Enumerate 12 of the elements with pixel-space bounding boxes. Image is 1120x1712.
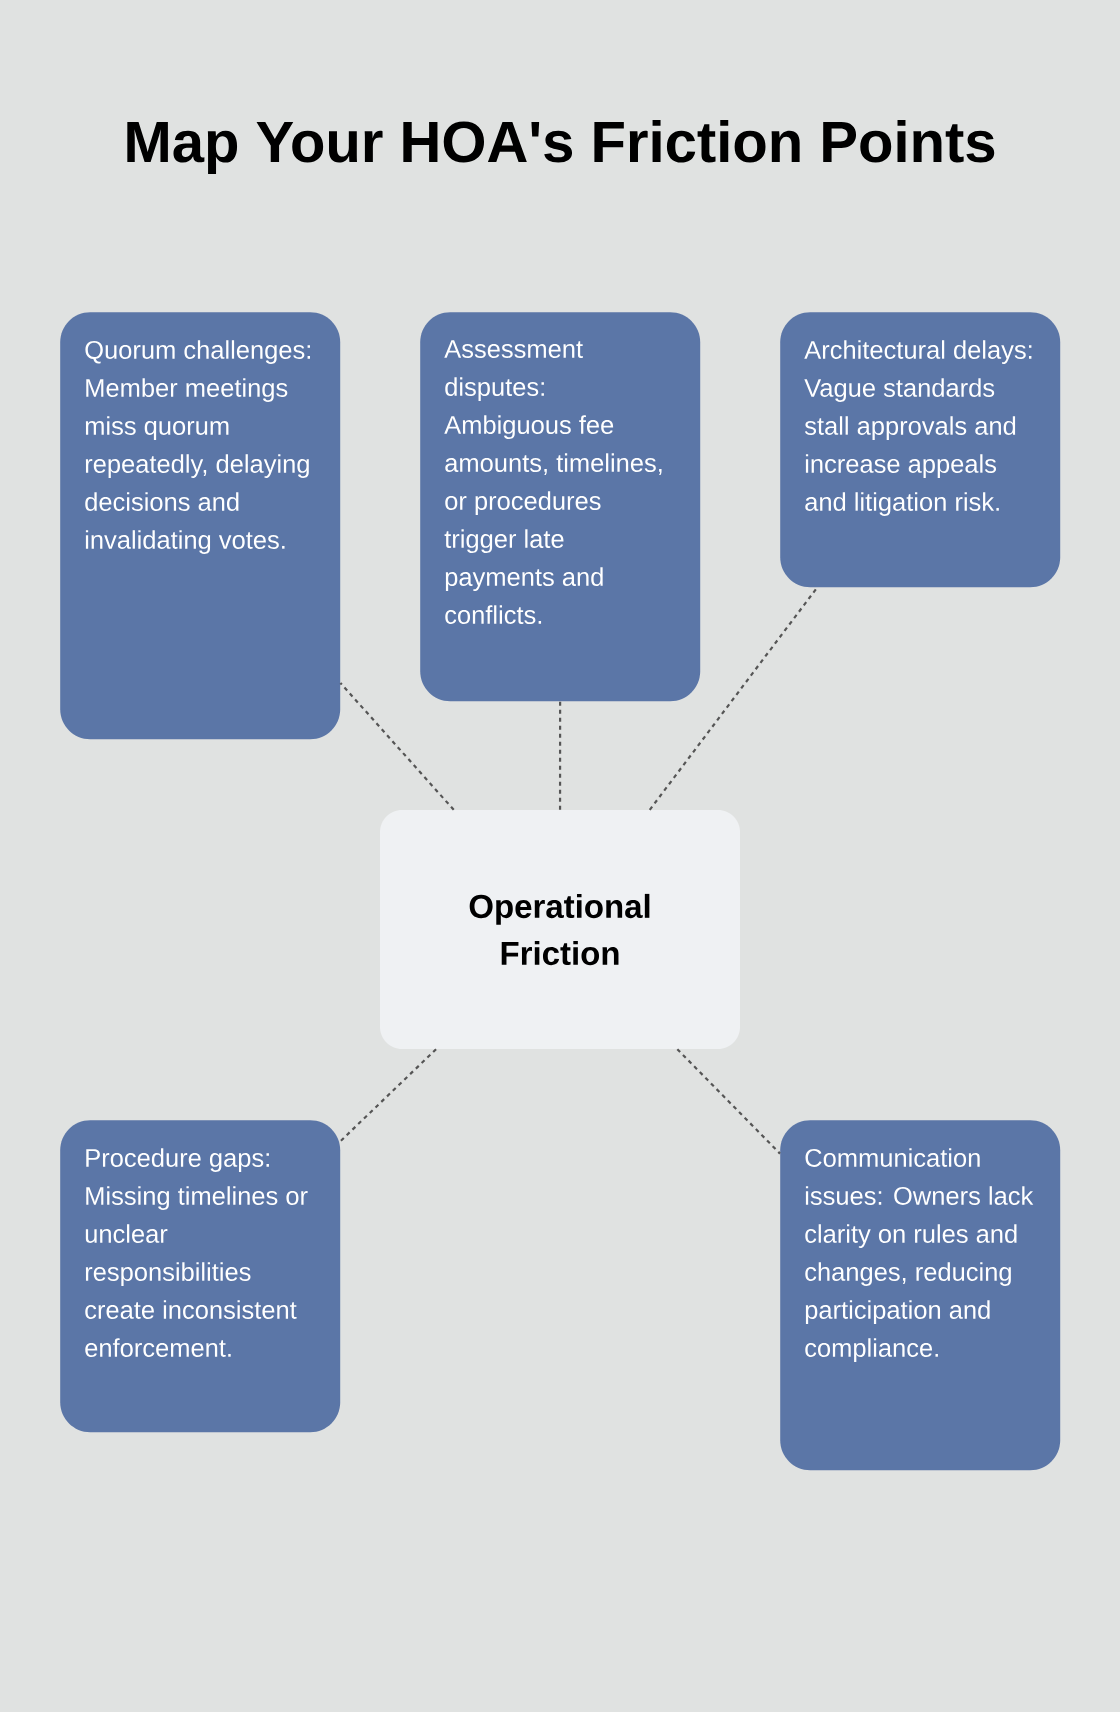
text-box: Procedure gaps: Missing timelines or unclear responsibilities create inconsistent enforcement.	[60, 1120, 341, 1433]
text-box: Architectural delays: Vague standards stall approvals and increase appeals and litigation risk.	[780, 312, 1061, 588]
text-box: Quorum challenges: Member meetings miss quorum repeatedly, delaying decisions and invalidating votes.	[60, 312, 341, 740]
text-box: Communication issues: Owners lack clarity on rules and changes, reducing participation and compliance.	[780, 1120, 1061, 1471]
connector-line	[676, 1048, 781, 1155]
title: Map Your HOA's Friction Points	[127, 119, 995, 175]
connector-line	[558, 701, 562, 810]
connector-line	[339, 682, 455, 811]
connector-line	[648, 586, 819, 811]
text-box: Assessment disputes: Ambiguous fee amounts, timelines, or procedures trigger late payments and conflicts.	[420, 312, 701, 702]
hub-box: Operational Friction	[380, 810, 740, 1049]
connector-line	[339, 1048, 437, 1143]
